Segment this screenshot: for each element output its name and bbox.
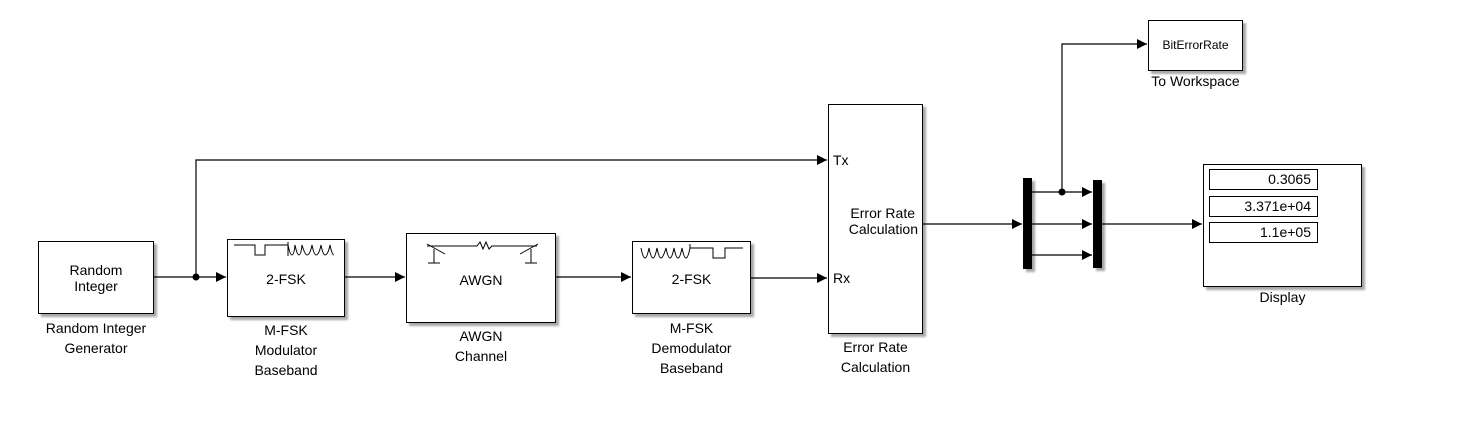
caption-line: AWGN: [459, 328, 503, 344]
branch-point: [192, 273, 200, 281]
caption-line: Channel: [454, 348, 508, 364]
block-caption: To Workspace: [1151, 73, 1240, 89]
mux-block[interactable]: [1093, 180, 1102, 268]
caption-line: M-FSK: [669, 320, 714, 336]
caption-line: Demodulator: [651, 340, 732, 356]
display-value: 1.1e+05: [1209, 222, 1318, 243]
caption-line: M-FSK: [264, 322, 308, 338]
awgn-channel-block[interactable]: AWGN: [406, 233, 556, 323]
block-caption: M-FSK Modulator Baseband: [227, 320, 345, 380]
square-to-sine-wave-icon: [234, 242, 335, 256]
mfsk-modulator-block[interactable]: 2-FSK: [227, 239, 345, 317]
block-text: 2-FSK: [266, 271, 306, 287]
block-caption: M-FSK Demodulator Baseband: [632, 318, 751, 378]
block-text: Random Integer: [39, 262, 153, 294]
branch-point: [1058, 188, 1066, 196]
caption-line: Calculation: [840, 359, 911, 375]
display-value: 3.371e+04: [1209, 196, 1318, 217]
block-text-line: Integer: [74, 278, 118, 294]
caption-line: Random Integer: [45, 320, 147, 336]
caption-line: Baseband: [659, 360, 724, 376]
block-caption: Error Rate Calculation: [828, 337, 923, 377]
block-text-line: Random: [69, 262, 123, 278]
block-caption: AWGN Channel: [406, 326, 556, 366]
port-label-rx: Rx: [833, 270, 851, 286]
block-text: AWGN: [459, 272, 503, 288]
block-text: 2-FSK: [671, 271, 712, 287]
display-value: 0.3065: [1209, 169, 1318, 190]
block-text: BitErrorRate: [1162, 38, 1229, 52]
caption-line: Baseband: [254, 362, 318, 378]
block-text: Error Rate Calculation: [833, 205, 918, 237]
sine-to-square-wave-icon: [640, 244, 743, 259]
wire-rng-to-tx[interactable]: [195, 155, 827, 277]
caption-line: Modulator: [254, 342, 318, 358]
port-label-tx: Tx: [833, 152, 849, 168]
to-workspace-block[interactable]: BitErrorRate: [1148, 20, 1243, 71]
antenna-link-icon: [426, 240, 539, 264]
demux-block[interactable]: [1023, 178, 1032, 269]
block-text-line: Error Rate: [850, 205, 915, 221]
mfsk-demodulator-block[interactable]: 2-FSK: [632, 241, 751, 314]
error-rate-calculation-block[interactable]: Tx Rx Error Rate Calculation: [828, 104, 923, 334]
random-integer-generator-block[interactable]: Random Integer: [38, 241, 154, 314]
block-caption: Display: [1259, 289, 1306, 305]
caption-line: Error Rate: [843, 339, 908, 355]
wire-to-workspace[interactable]: [1061, 39, 1147, 192]
caption-line: Generator: [64, 340, 128, 356]
block-text-line: Calculation: [848, 221, 918, 237]
block-caption: Random Integer Generator: [38, 318, 154, 358]
display-block[interactable]: 0.3065 3.371e+04 1.1e+05: [1203, 164, 1362, 287]
